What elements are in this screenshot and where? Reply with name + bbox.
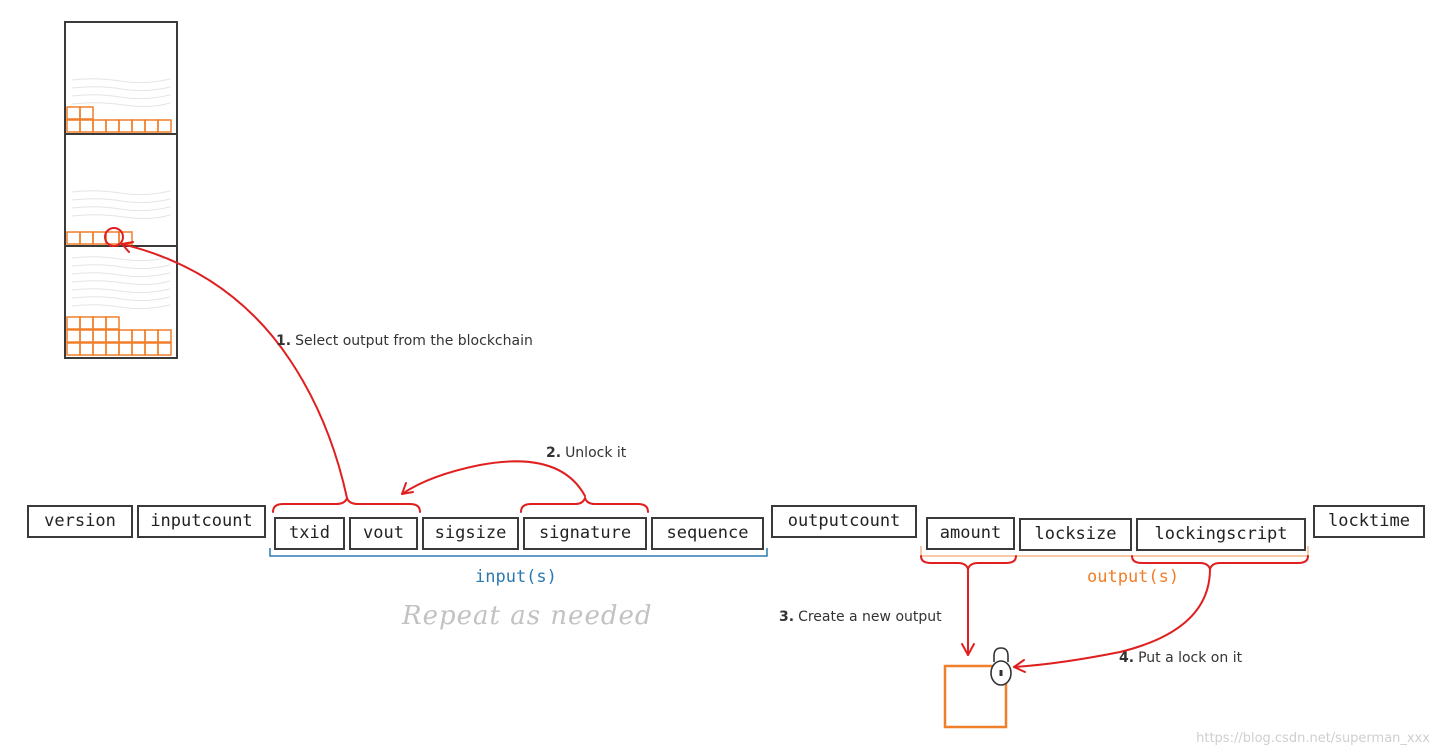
outputs-bracket bbox=[920, 546, 1309, 557]
arrow-unlock bbox=[401, 460, 586, 497]
block-3 bbox=[64, 245, 178, 359]
block-outputs bbox=[66, 106, 172, 356]
step-2-note: 2.Unlock it bbox=[546, 445, 626, 461]
step-4-number: 4. bbox=[1119, 650, 1135, 666]
step-1-text: Select output from the blockchain bbox=[295, 333, 533, 349]
field-sigsize: sigsize bbox=[422, 517, 519, 550]
field-vout: vout bbox=[349, 517, 418, 550]
inputs-bracket bbox=[269, 548, 768, 557]
step-4-text: Put a lock on it bbox=[1138, 650, 1243, 666]
arrow-put-lock bbox=[1013, 568, 1211, 668]
field-txid: txid bbox=[274, 517, 345, 550]
field-locktime: locktime bbox=[1313, 505, 1425, 538]
field-signature: signature bbox=[523, 517, 647, 550]
step-2-number: 2. bbox=[546, 445, 562, 461]
block-1 bbox=[64, 21, 178, 135]
field-outputcount: outputcount bbox=[771, 505, 917, 538]
step-1-note: 1.Select output from the blockchain bbox=[276, 333, 533, 349]
field-sequence: sequence bbox=[651, 517, 764, 550]
selected-output-circle bbox=[104, 227, 124, 247]
field-inputcount: inputcount bbox=[137, 505, 266, 538]
inputs-label: input(s) bbox=[475, 567, 557, 587]
step-3-number: 3. bbox=[779, 609, 795, 625]
field-locksize: locksize bbox=[1019, 518, 1132, 551]
field-lockingscript: lockingscript bbox=[1136, 518, 1306, 551]
outputs-label: output(s) bbox=[1087, 567, 1180, 587]
red-arrows bbox=[104, 227, 1211, 673]
step-3-text: Create a new output bbox=[798, 609, 942, 625]
lock-icon bbox=[990, 647, 1012, 686]
arrow-select-output bbox=[121, 243, 348, 499]
step-4-note: 4.Put a lock on it bbox=[1119, 650, 1242, 666]
repeat-note: Repeat as needed bbox=[402, 601, 653, 631]
new-output-box bbox=[943, 664, 1008, 729]
field-version: version bbox=[27, 505, 133, 538]
step-2-text: Unlock it bbox=[565, 445, 627, 461]
watermark: https://blog.csdn.net/superman_xxx bbox=[1196, 731, 1430, 746]
block-2 bbox=[64, 133, 178, 247]
step-3-note: 3.Create a new output bbox=[779, 609, 942, 625]
block-texture bbox=[71, 78, 171, 310]
step-1-number: 1. bbox=[276, 333, 292, 349]
field-amount: amount bbox=[926, 517, 1015, 550]
